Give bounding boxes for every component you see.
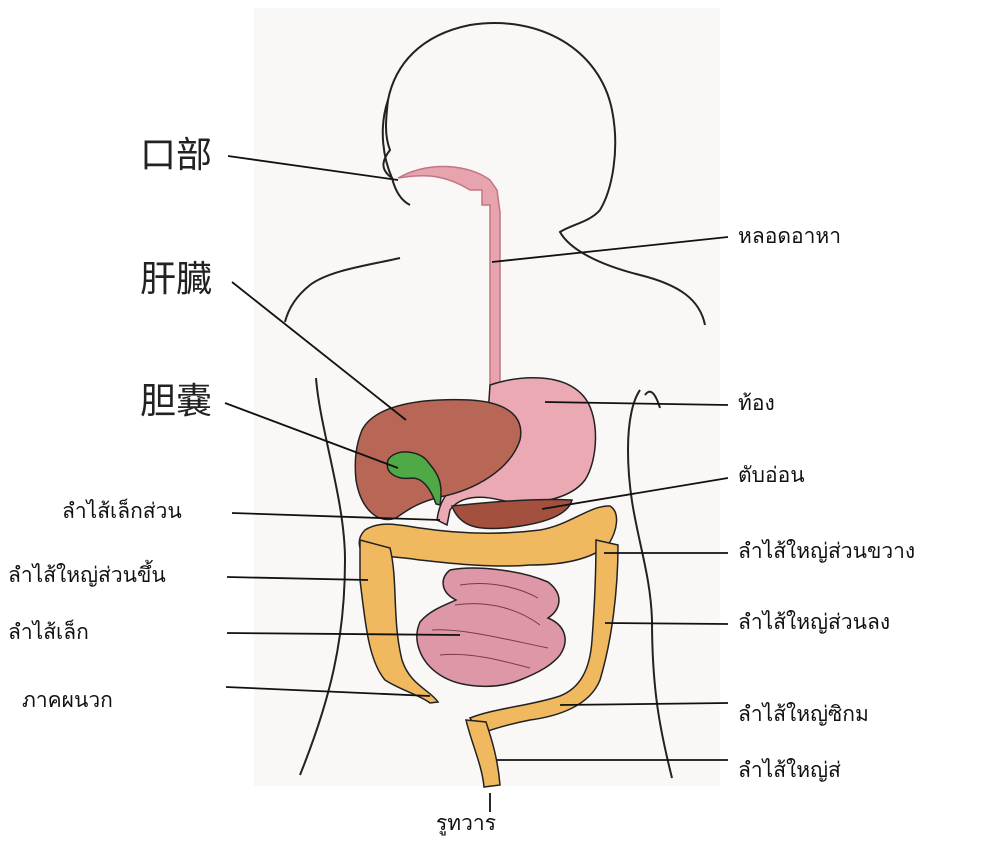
label-duodenum: ลำไส้เล็กส่วน — [62, 501, 182, 522]
label-small-intestine: ลำไส้เล็ก — [8, 622, 89, 643]
label-rectum: ลำไส้ใหญ่ส่ — [738, 760, 841, 781]
label-stomach: ท้อง — [738, 393, 775, 414]
label-sigmoid-colon: ลำไส้ใหญ่ซิกม — [738, 704, 869, 725]
label-mouth: 口部 — [140, 138, 212, 174]
label-gallbladder: 胆嚢 — [140, 384, 212, 420]
label-pancreas: ตับอ่อน — [738, 465, 805, 486]
label-transverse-colon: ลำไส้ใหญ่ส่วนขวาง — [738, 541, 915, 562]
label-anus: รูทวาร — [436, 813, 496, 834]
label-appendix: ภาคผนวก — [22, 690, 113, 711]
leader-line-descending-colon — [605, 623, 728, 624]
label-ascending-colon: ลำไส้ใหญ่ส่วนขึ้น — [8, 565, 166, 586]
label-descending-colon: ลำไส้ใหญ่ส่วนลง — [738, 612, 890, 633]
label-esophagus: หลอดอาหา — [738, 226, 841, 247]
label-liver: 肝臓 — [140, 262, 212, 298]
